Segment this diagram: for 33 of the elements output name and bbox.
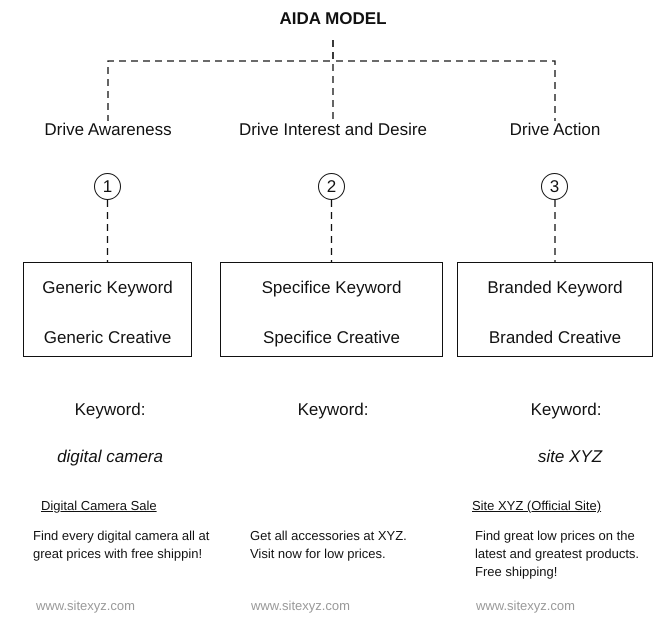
stage-heading: Drive Action	[483, 117, 627, 143]
ad-headline: Site XYZ (Official Site)	[472, 498, 602, 513]
keyword-label: Keyword:	[74, 400, 146, 420]
box-text: Generic Keyword	[41, 278, 174, 298]
ad-description: Find great low prices on the latest and greatest products. Free shipping!	[475, 527, 640, 581]
box-text: Branded Creative	[488, 328, 622, 348]
stage-heading: Drive Awareness	[18, 117, 198, 143]
box-text: Specifice Creative	[262, 328, 401, 348]
numbered-circle: 1	[94, 173, 121, 200]
ad-description: Get all accessories at XYZ. Visit now for low prices.	[250, 527, 408, 563]
ad-headline: Digital Camera Sale	[41, 498, 157, 513]
keyword-box	[23, 262, 192, 357]
numbered-circle: 2	[318, 173, 345, 200]
numbered-circle: 3	[541, 173, 568, 200]
box-text: Generic Creative	[42, 328, 172, 348]
keyword-box	[220, 262, 443, 357]
stage-heading: Drive Interest and Desire	[218, 117, 448, 143]
dashed-connector	[330, 200, 332, 262]
dashed-connector	[554, 200, 556, 262]
ad-description: Find every digital camera all at great prices with free shippin!	[33, 527, 210, 563]
dashed-connector	[106, 200, 108, 262]
ad-url: www.sitexyz.com	[251, 598, 350, 613]
ad-url: www.sitexyz.com	[476, 598, 575, 613]
keyword-label: Keyword:	[530, 400, 602, 420]
title-text: AIDA MODEL	[273, 6, 393, 32]
box-text: Specifice Keyword	[260, 278, 402, 298]
dashed-connector	[332, 40, 556, 121]
box-text: Branded Keyword	[486, 278, 624, 298]
keyword-box	[457, 262, 653, 357]
search-query: site XYZ	[536, 447, 604, 467]
search-query: digital camera	[56, 447, 164, 467]
keyword-label: Keyword:	[296, 400, 370, 420]
ad-url: www.sitexyz.com	[36, 598, 135, 613]
